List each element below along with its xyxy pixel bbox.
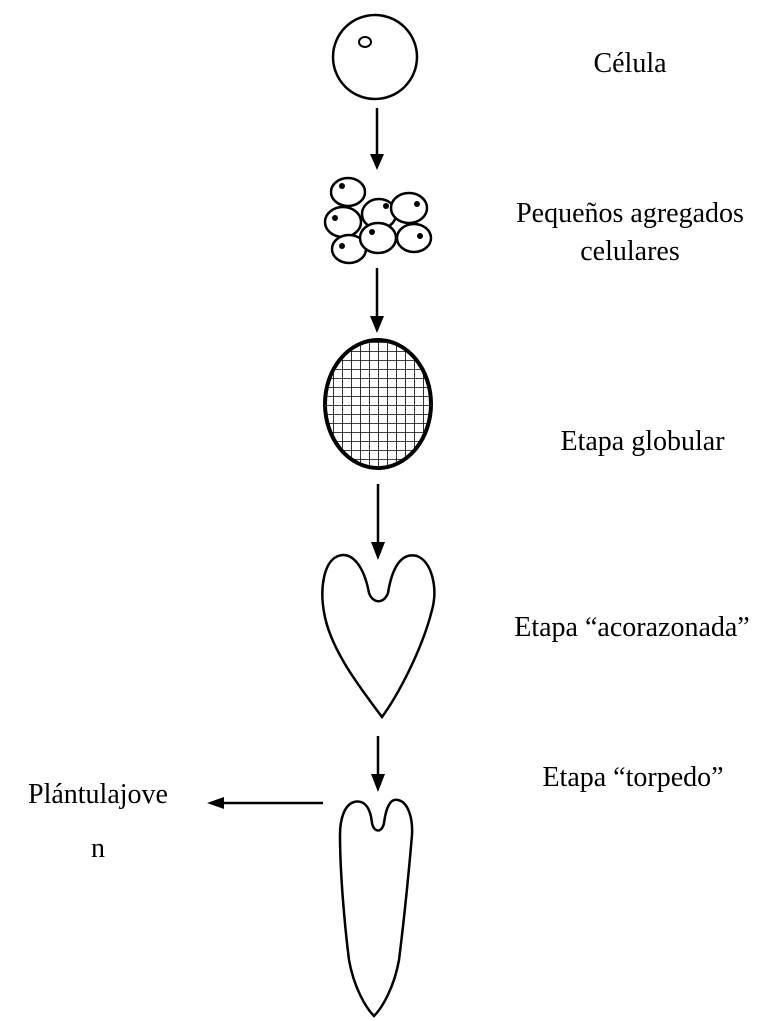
- cell-drawing: [333, 15, 417, 99]
- label-heart: Etapa “acorazonada”: [494, 608, 770, 648]
- label-torpedo: Etapa “torpedo”: [518, 758, 748, 798]
- torpedo-embryo-drawing: [340, 800, 412, 1016]
- arrow-down-1: [370, 108, 384, 170]
- arrow-down-4: [371, 736, 385, 792]
- label-globular: Etapa globular: [530, 422, 755, 462]
- cell-aggregates-drawing: [325, 178, 431, 263]
- arrow-left-seedling: [207, 797, 323, 809]
- arrow-down-3: [371, 484, 385, 560]
- globular-embryo-drawing: [320, 335, 440, 475]
- label-aggregates: Pequeños agregados celulares: [495, 195, 765, 271]
- label-seedling: Plántulajove n: [0, 768, 196, 876]
- label-aggregates-line1: Pequeños agregados: [495, 195, 765, 233]
- label-cell: Célula: [560, 44, 700, 84]
- arrow-down-2: [370, 268, 384, 333]
- label-seedling-line2: n: [0, 822, 196, 876]
- heart-embryo-drawing: [322, 555, 434, 717]
- label-seedling-line1: Plántulajove: [0, 768, 196, 822]
- label-aggregates-line2: celulares: [495, 233, 765, 271]
